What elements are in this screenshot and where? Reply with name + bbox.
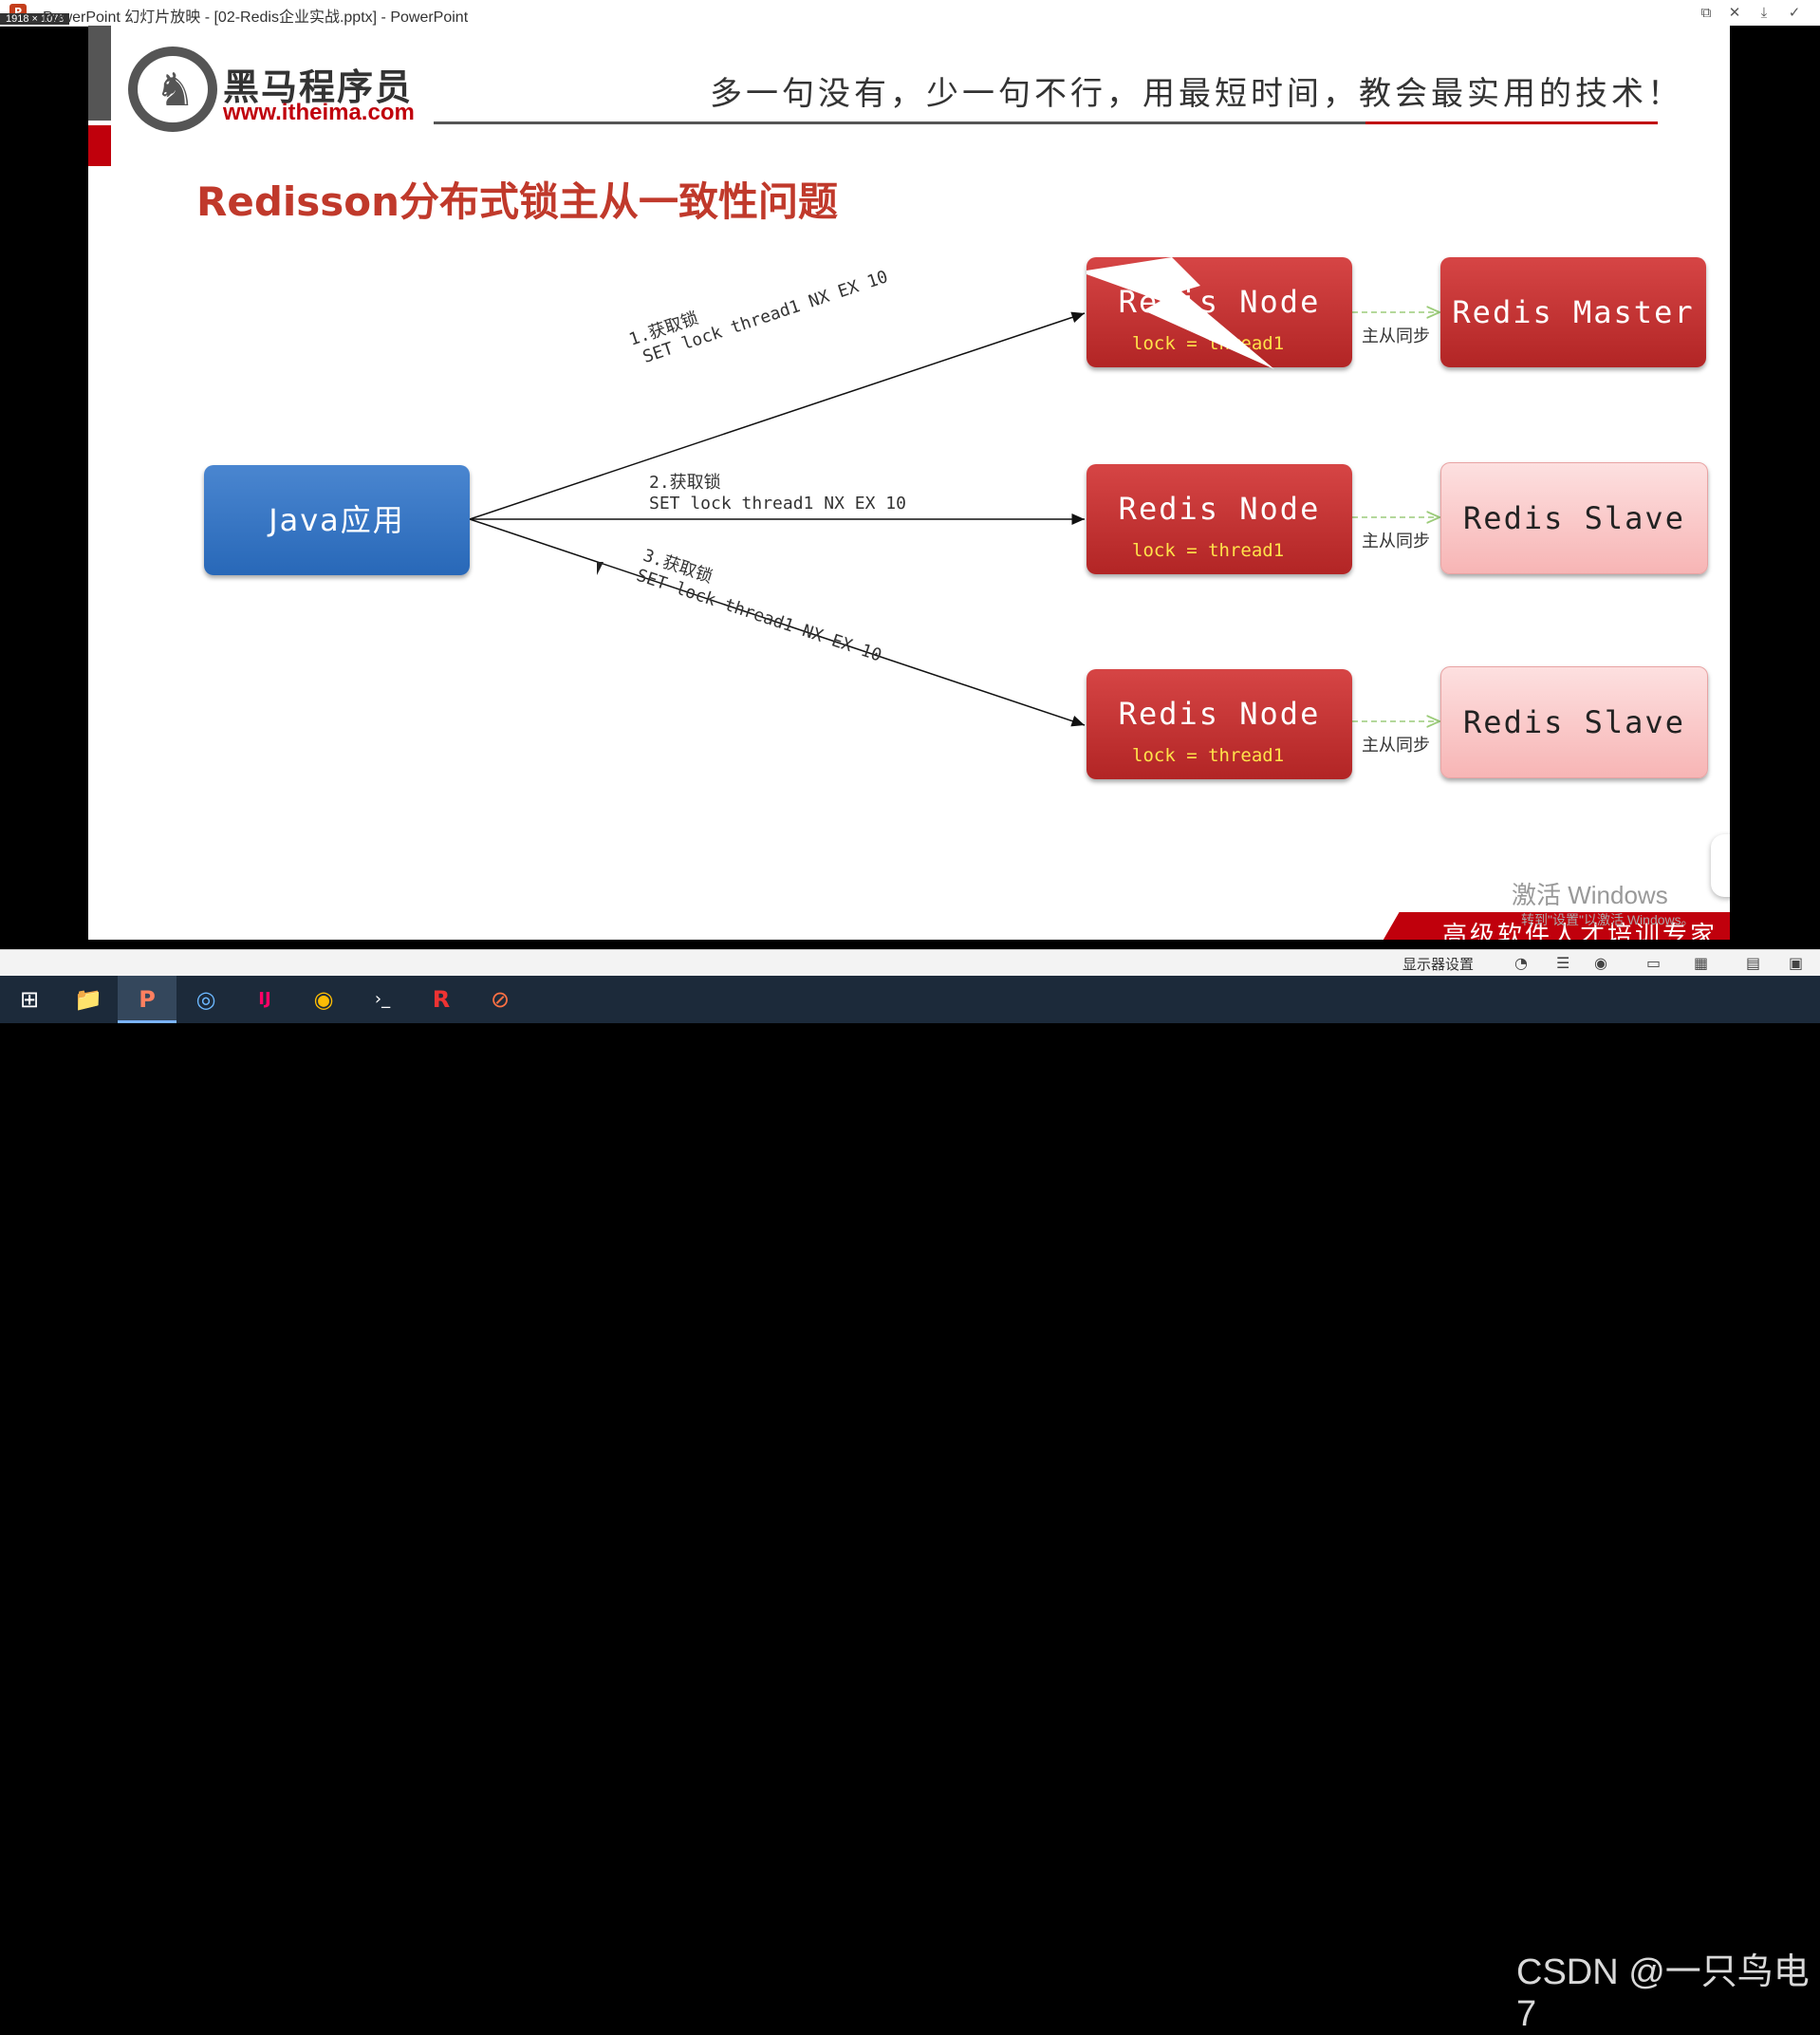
- edge-label-2: 2.获取锁 SET lock thread1 NX EX 10: [649, 469, 906, 513]
- reading-view-icon[interactable]: ▤: [1746, 954, 1761, 972]
- redis-desktop-icon[interactable]: R: [432, 986, 451, 1013]
- arrow-to-node-1: [469, 311, 1086, 520]
- play-button-icon[interactable]: [1711, 834, 1730, 897]
- redis-node-3: Redis Node lock = thread1: [1086, 669, 1352, 779]
- redis-node-3-lock: lock = thread1: [1132, 745, 1285, 766]
- header-divider-accent: [1365, 121, 1658, 124]
- dimension-badge: 1918 × 1078: [0, 13, 70, 25]
- file-explorer-icon[interactable]: 📁: [74, 986, 102, 1013]
- redis-slave-box-1: Redis Slave: [1440, 462, 1708, 574]
- edge-cmd-2: SET lock thread1 NX EX 10: [649, 494, 906, 513]
- redis-slave-box-2: Redis Slave: [1440, 666, 1708, 778]
- arrow-to-node-3: [469, 518, 1086, 727]
- redis-node-3-name: Redis Node: [1118, 696, 1321, 732]
- normal-view-icon[interactable]: ▭: [1646, 954, 1662, 972]
- sorter-view-icon[interactable]: ▦: [1694, 954, 1709, 972]
- slideshow-icon[interactable]: ◉: [1594, 954, 1607, 972]
- slide-canvas: ♞ 黑马程序员 www.itheima.com 多一句没有，少一句不行，用最短时…: [88, 26, 1730, 940]
- powerpoint-taskbar-icon[interactable]: P: [118, 976, 176, 1023]
- redis-node-2-lock: lock = thread1: [1132, 540, 1285, 561]
- check-icon[interactable]: ✓: [1788, 4, 1801, 21]
- taskbar: ⊞ 📁 P ◎ IJ ◉ ›_ R ⊘ CSDN @一只鸟电7: [0, 976, 1820, 2034]
- redis-node-2-name: Redis Node: [1118, 491, 1321, 527]
- accent-bar-red: [88, 125, 111, 166]
- notes-icon[interactable]: ☰: [1556, 954, 1570, 972]
- slogan: 多一句没有，少一句不行，用最短时间，教会最实用的技术！: [710, 75, 1683, 113]
- restore-icon[interactable]: ⧉: [1700, 4, 1712, 21]
- present-view-icon[interactable]: ▣: [1789, 954, 1804, 972]
- logo-inner: [138, 56, 208, 122]
- browser-icon[interactable]: ◎: [195, 986, 216, 1013]
- sync-label-1: 主从同步: [1362, 327, 1430, 346]
- start-button-icon[interactable]: ⊞: [19, 986, 40, 1013]
- diagram-arrows: [469, 26, 1730, 940]
- activate-windows-sub: 转到"设置"以激活 Windows。: [1521, 912, 1695, 927]
- header-divider: [434, 121, 1658, 124]
- sync-label-2: 主从同步: [1362, 532, 1430, 551]
- redis-node-1-lock: lock = thread1: [1132, 333, 1285, 354]
- monitor-settings-button[interactable]: 显示器设置: [1402, 956, 1475, 973]
- postman-icon[interactable]: ⊘: [490, 986, 511, 1013]
- redis-master-box: Redis Master: [1440, 257, 1706, 367]
- brand-name: 黑马程序员: [223, 66, 414, 108]
- download-icon[interactable]: ⤓: [1760, 4, 1768, 21]
- statusbar: 显示器设置 ◔ ☰ ◉ ▭ ▦ ▤ ▣: [0, 949, 1820, 977]
- window-titlebar: P 1918 × 1078 PowerPoint 幻灯片放映 - [02-Red…: [0, 0, 1820, 27]
- redis-node-1-name: Redis Node: [1118, 284, 1321, 320]
- activate-windows-title: 激活 Windows: [1512, 881, 1668, 909]
- banner-text: 高级软件人才培训专家: [1442, 922, 1718, 940]
- sync-label-3: 主从同步: [1362, 736, 1430, 756]
- chrome-icon[interactable]: ◉: [313, 986, 334, 1013]
- mouse-cursor-icon: [597, 562, 604, 575]
- slide-title: Redisson分布式锁主从一致性问题: [196, 178, 839, 225]
- terminal-icon[interactable]: ›_: [374, 989, 391, 1009]
- zoom-icon[interactable]: ◔: [1514, 954, 1528, 972]
- redis-node-2: Redis Node lock = thread1: [1086, 464, 1352, 574]
- csdn-watermark: CSDN @一只鸟电7: [1516, 1952, 1810, 2034]
- horse-logo-icon: ♞: [155, 64, 196, 117]
- java-app-box: Java应用: [204, 465, 470, 575]
- redis-node-1: Redis Node lock = thread1: [1086, 257, 1352, 367]
- close-icon[interactable]: ✕: [1728, 4, 1741, 21]
- brand-url: www.itheima.com: [223, 100, 415, 125]
- intellij-icon[interactable]: IJ: [258, 989, 271, 1009]
- accent-bar-gray: [88, 26, 111, 121]
- right-letterbox: [1730, 26, 1820, 940]
- window-title: PowerPoint 幻灯片放映 - [02-Redis企业实战.pptx] -…: [43, 9, 469, 26]
- edge-step-2: 2.获取锁: [649, 473, 721, 493]
